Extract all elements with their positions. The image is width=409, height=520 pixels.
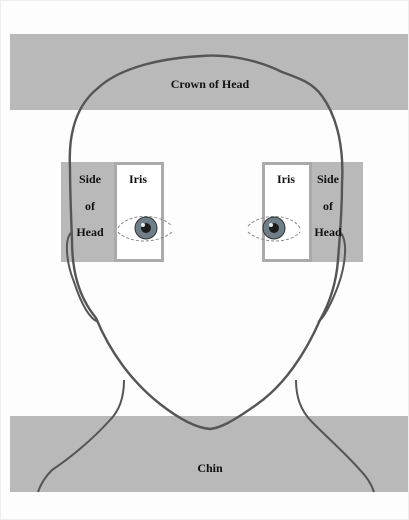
image-border <box>0 0 409 520</box>
photo-guide-canvas: Crown of Head Chin Iris Iris Side of Hea… <box>0 0 409 520</box>
